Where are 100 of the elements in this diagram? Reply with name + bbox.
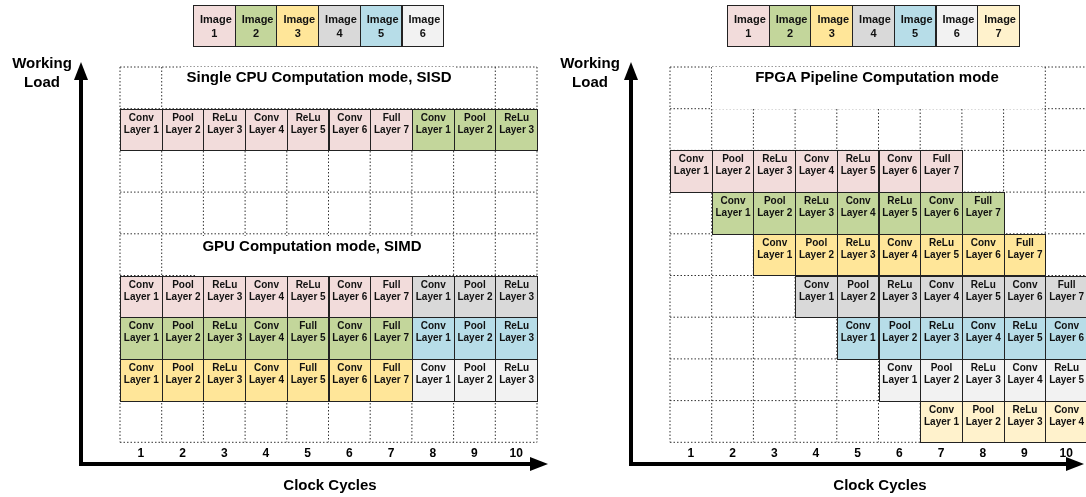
legend-key: Image 4 [852,5,895,47]
axis-title: Clock Cycles [282,475,378,494]
tick-label: 4 [811,445,821,461]
layer-cell: ReLu Layer 5 [286,108,330,152]
layer-cell: Conv Layer 1 [711,192,755,235]
tick-label: 3 [219,445,229,461]
layer-cell: Conv Layer 4 [245,108,288,152]
layer-cell: Full Layer 7 [1003,233,1047,277]
tick-label: 2 [728,445,737,461]
layer-cell: Full Layer 7 [1045,275,1086,319]
layer-cell: Conv Layer 1 [120,275,163,319]
legend-key: Image 6 [401,5,445,47]
tick-label: 10 [508,445,524,461]
layer-cell: Conv Layer 1 [753,233,797,277]
tick-label: 5 [303,445,312,461]
legend-key: Image 2 [768,5,812,47]
layer-cell: Conv Layer 4 [795,150,838,194]
layer-cell: Conv Layer 1 [795,275,838,319]
layer-cell: ReLu Layer 3 [495,358,538,402]
legend-key: Image 3 [810,5,854,47]
layer-cell: Conv Layer 6 [328,317,372,360]
panel-title: GPU Computation mode, SIMD [196,236,428,276]
layer-cell: Conv Layer 1 [411,317,455,360]
tick-label: 10 [1058,445,1074,461]
layer-cell: ReLu Layer 3 [495,108,538,152]
legend-key: Image 1 [193,5,236,47]
layer-cell: ReLu Layer 3 [203,108,247,152]
layer-cell: ReLu Layer 3 [495,317,538,360]
tick-label: 8 [978,445,988,461]
layer-cell: Pool Layer 2 [453,317,497,360]
layer-cell: Full Layer 7 [961,192,1005,235]
tick-label: 1 [686,445,696,461]
tick-label: 3 [769,445,779,461]
layer-cell: Conv Layer 1 [411,358,455,402]
layer-cell: Conv Layer 4 [245,275,288,319]
layer-cell: Conv Layer 4 [961,317,1005,360]
tick-label: 2 [178,445,187,461]
legend-key: Image 6 [935,5,979,47]
layer-cell: Conv Layer 6 [920,192,963,235]
layer-cell: Full Layer 7 [370,275,413,319]
layer-cell: ReLu Layer 3 [920,317,963,360]
axis-title: Clock Cycles [832,475,928,494]
layer-cell: Full Layer 7 [370,317,413,360]
legend-key: Image 4 [318,5,361,47]
panel-title: Single CPU Computation mode, SISD [183,67,455,107]
panel-title: FPGA Pipeline Computation mode [712,67,1042,109]
tick-label: 6 [895,445,904,461]
legend-key: Image 1 [727,5,770,47]
layer-cell: Conv Layer 1 [120,317,163,360]
legend-key: Image 3 [276,5,320,47]
layer-cell: Full Layer 7 [920,150,963,194]
layer-cell: Full Layer 7 [370,108,413,152]
layer-cell: ReLu Layer 5 [1003,317,1047,360]
layer-cell: Conv Layer 4 [1045,400,1086,444]
layer-cell: Conv Layer 6 [961,233,1005,277]
layer-cell: Conv Layer 1 [920,400,963,444]
legend-key: Image 2 [234,5,278,47]
layer-cell: Pool Layer 2 [878,317,922,360]
layer-cell: ReLu Layer 3 [795,192,838,235]
tick-label: 8 [428,445,438,461]
layer-cell: ReLu Layer 3 [203,358,247,402]
layer-cell: Conv Layer 1 [670,150,713,194]
layer-cell: ReLu Layer 3 [753,150,797,194]
layer-cell: ReLu Layer 5 [878,192,922,235]
tick-label: 1 [136,445,146,461]
layer-cell: Conv Layer 4 [836,192,880,235]
tick-label: 7 [936,445,946,461]
layer-cell: ReLu Layer 5 [1045,358,1086,402]
layer-cell: ReLu Layer 3 [203,317,247,360]
layer-cell: Conv Layer 6 [1045,317,1086,360]
tick-label: 6 [345,445,354,461]
tick-label: 7 [386,445,396,461]
layer-cell: ReLu Layer 3 [961,358,1005,402]
layer-cell: Pool Layer 2 [961,400,1005,444]
legend-key: Image 5 [893,5,937,47]
tick-label: 4 [261,445,271,461]
layer-cell: Conv Layer 4 [245,358,288,402]
legend-key: Image 5 [359,5,403,47]
layer-cell: Conv Layer 1 [120,358,163,402]
layer-cell: ReLu Layer 3 [836,233,880,277]
layer-cell: Pool Layer 2 [753,192,797,235]
legend-key: Image 7 [977,5,1020,47]
layer-cell: Full Layer 7 [370,358,413,402]
layer-cell: Pool Layer 2 [161,317,205,360]
layer-cell: Full Layer 5 [286,317,330,360]
layer-cell: Pool Layer 2 [795,233,838,277]
tick-label: 9 [470,445,479,461]
layer-cell: ReLu Layer 3 [495,275,538,319]
tick-label: 5 [853,445,862,461]
tick-label: 9 [1020,445,1029,461]
layer-cell: ReLu Layer 5 [920,233,963,277]
layer-cell: Full Layer 5 [286,358,330,402]
layer-cell: Conv Layer 4 [920,275,963,319]
axis-title: Working Load [11,53,73,91]
layer-cell: ReLu Layer 5 [836,150,880,194]
layer-cell: Conv Layer 1 [411,108,455,152]
layer-cell: Conv Layer 4 [245,317,288,360]
layer-cell: Conv Layer 1 [120,108,163,152]
axis-title: Working Load [559,53,621,91]
layer-cell: Pool Layer 2 [920,358,963,402]
